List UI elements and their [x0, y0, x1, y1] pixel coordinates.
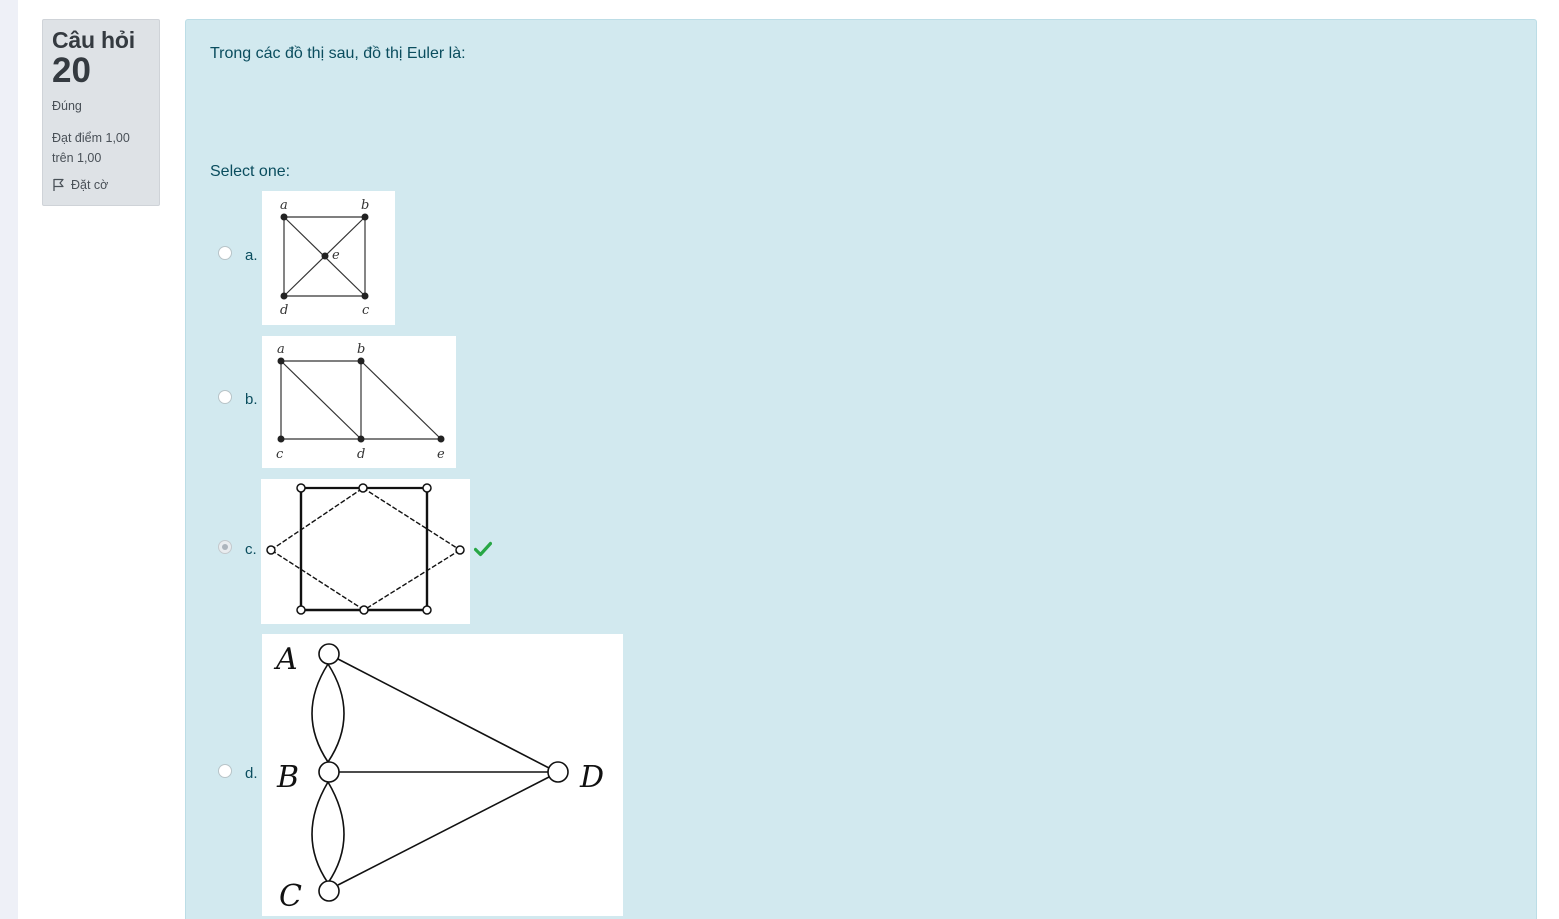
graph-b-label-e: e: [437, 447, 445, 462]
graph-d-label-A: A: [273, 642, 298, 677]
option-d-graph-image: A B C D: [262, 634, 623, 916]
grade-line-1: Đạt điểm 1,00: [52, 131, 130, 145]
option-c-letter: c.: [245, 541, 257, 558]
check-icon: [474, 541, 492, 557]
option-b-graph-image: a b c d e: [262, 336, 456, 468]
flag-question-button[interactable]: Đặt cờ: [52, 178, 108, 192]
graph-a-label-a: a: [280, 198, 288, 213]
option-c-radio[interactable]: [218, 540, 232, 554]
option-a-radio[interactable]: [218, 246, 232, 260]
option-b-letter: b.: [245, 391, 258, 408]
graph-b-label-c: c: [276, 447, 284, 462]
graph-d-label-D: D: [579, 760, 604, 795]
question-grade: Đạt điểm 1,00 trên 1,00: [52, 128, 152, 168]
graph-d-label-B: B: [276, 760, 299, 795]
question-content: Trong các đồ thị sau, đồ thị Euler là: S…: [185, 19, 1537, 919]
question-state: Đúng: [52, 99, 82, 113]
flag-label: Đặt cờ: [71, 178, 109, 192]
option-a-graph-image: a b e d c: [262, 191, 395, 325]
question-label: Câu hỏi: [52, 27, 135, 53]
graph-a-label-e: e: [332, 248, 340, 263]
option-d-letter: d.: [245, 765, 258, 782]
grade-line-2: trên 1,00: [52, 151, 102, 165]
graph-d-label-C: C: [279, 879, 302, 914]
graph-a-label-b: b: [361, 198, 369, 213]
graph-b-label-d: d: [357, 447, 365, 462]
graph-a-label-d: d: [280, 303, 288, 318]
graph-b-label-b: b: [357, 342, 365, 357]
option-b-radio[interactable]: [218, 390, 232, 404]
flag-icon: [53, 178, 64, 191]
option-c-graph-image: [261, 479, 470, 624]
graph-b-label-a: a: [277, 342, 285, 357]
option-d-radio[interactable]: [218, 764, 232, 778]
left-strip: [0, 0, 18, 919]
select-one-prompt: Select one:: [210, 163, 291, 180]
option-a-letter: a.: [245, 247, 258, 264]
question-info-box: Câu hỏi 20 Đúng Đạt điểm 1,00 trên 1,00 …: [42, 19, 160, 206]
question-number: 20: [52, 51, 91, 90]
question-text: Trong các đồ thị sau, đồ thị Euler là:: [210, 45, 466, 62]
graph-a-label-c: c: [362, 303, 370, 318]
